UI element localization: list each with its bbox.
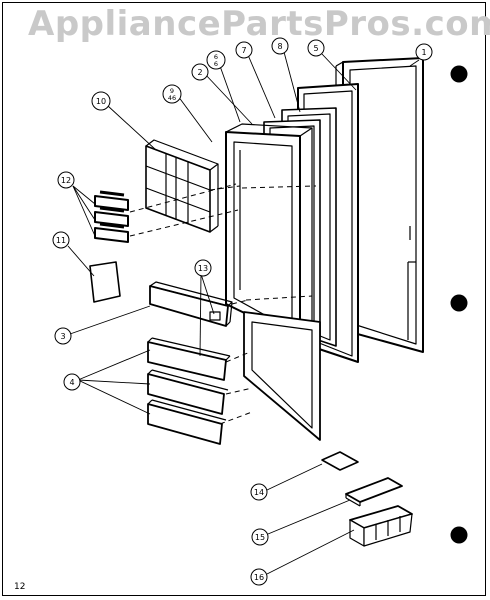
callout-1: 1 [421, 48, 426, 57]
assembly-guide-lines [129, 183, 317, 425]
part-14-cover [321, 451, 359, 471]
callout-12: 12 [61, 176, 71, 185]
lower-door-frame [243, 311, 321, 441]
callout-16: 16 [254, 573, 264, 582]
page-number: 12 [14, 582, 26, 592]
part-16-bin [349, 505, 413, 547]
part-12-containers [94, 190, 129, 243]
part-4-door-shelves [147, 337, 231, 445]
callout-14: 14 [254, 488, 264, 497]
callout-4: 4 [69, 378, 74, 387]
part-10-bin-rack [145, 139, 219, 233]
callout-7: 7 [241, 46, 246, 55]
callout-10: 10 [96, 97, 106, 106]
callout-6b: 6 [214, 60, 218, 68]
callout-5: 5 [313, 44, 318, 53]
part-15-lid [345, 477, 403, 507]
callout-2: 2 [197, 68, 202, 77]
callout-15: 15 [255, 533, 265, 542]
leader-lines [67, 51, 420, 575]
watermark: AppliancePartsPros.com [28, 4, 490, 44]
callout-8: 8 [277, 42, 282, 51]
callout-circles [52, 37, 433, 586]
callout-11: 11 [56, 236, 66, 245]
part-11-panel [89, 261, 121, 303]
diagram-border [2, 2, 486, 596]
registration-dots [450, 65, 468, 544]
callout-46: 46 [168, 94, 176, 102]
callout-13: 13 [198, 264, 208, 273]
callout-3: 3 [60, 332, 65, 341]
part-2-door-liner [225, 123, 313, 341]
callout-9: 9 [170, 87, 174, 95]
callout-labels: 1 5 8 7 6 6 2 9 46 10 12 11 3 13 4 14 15… [56, 42, 427, 582]
part-3-door-shelf [149, 281, 233, 327]
callout-6: 6 [214, 53, 218, 61]
